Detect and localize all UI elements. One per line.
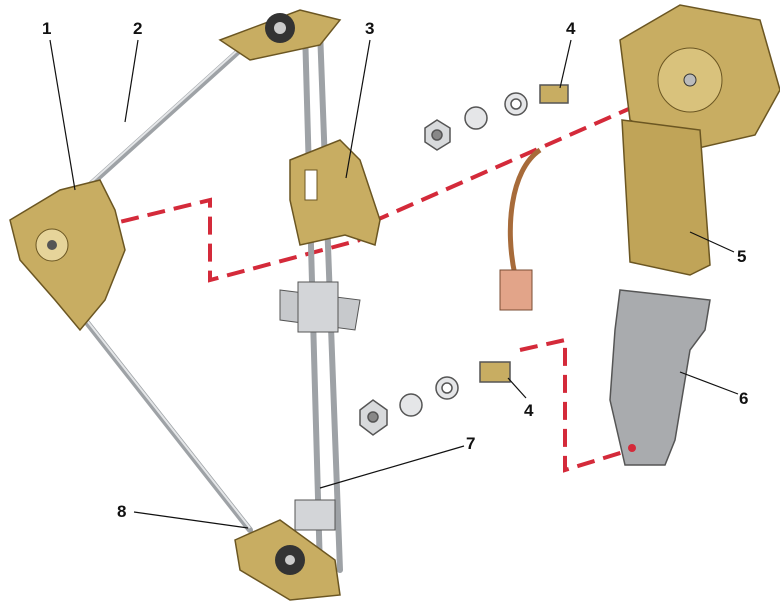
top-pulley-bracket — [218, 9, 342, 61]
assembly-guide-lines — [94, 80, 691, 473]
drive-unit — [9, 179, 126, 332]
bottom-pulley-bracket — [234, 519, 341, 601]
callout-2: 2 — [133, 19, 142, 38]
callout-4-upper: 4 — [566, 19, 576, 38]
callout-3: 3 — [365, 19, 374, 38]
middle-clamp — [279, 281, 361, 333]
upper-fasteners — [424, 84, 569, 151]
lower-fasteners — [359, 361, 511, 436]
callout-8: 8 — [117, 502, 126, 521]
gear-motor — [499, 4, 780, 311]
glass-holder-bracket — [289, 139, 381, 246]
leader-lines — [49, 39, 739, 529]
callout-6: 6 — [739, 389, 748, 408]
callout-5: 5 — [737, 247, 746, 266]
motor-cover — [609, 289, 711, 466]
callout-7: 7 — [466, 434, 475, 453]
lower-clamp — [294, 499, 336, 531]
callout-1: 1 — [42, 19, 51, 38]
callout-4-lower: 4 — [524, 401, 534, 420]
callout-labels: 1 2 3 4 5 4 6 7 8 — [42, 19, 748, 521]
